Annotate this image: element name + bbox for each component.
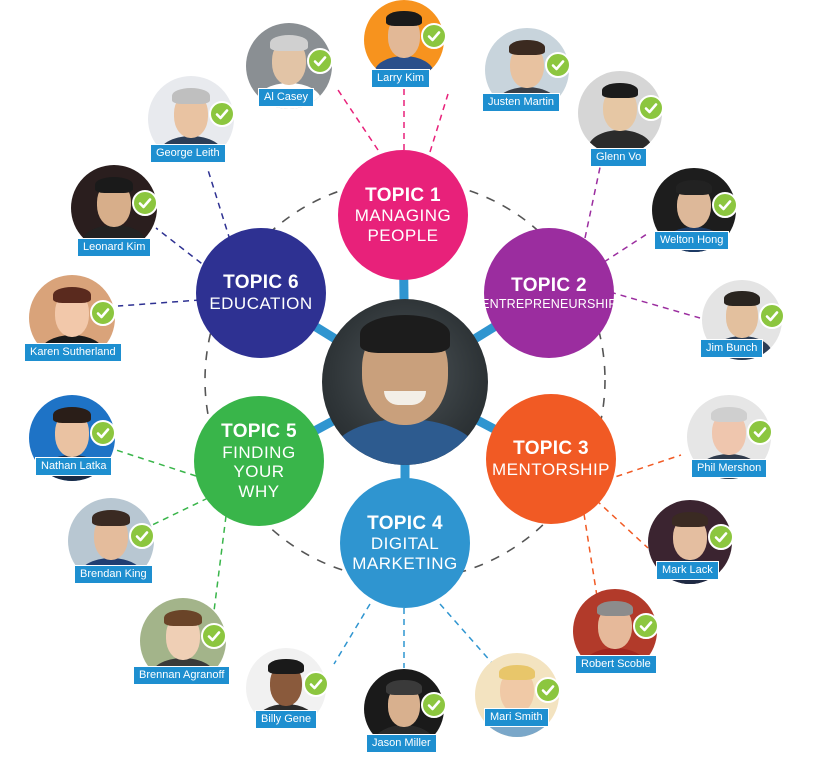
expert-name-label: Phil Mershon — [691, 459, 768, 478]
expert-spoke — [155, 227, 211, 271]
topic-1-name: MANAGING PEOPLE — [354, 206, 452, 245]
check-icon — [201, 622, 228, 649]
topic-5-number: TOPIC 5 — [221, 420, 297, 442]
check-icon — [544, 52, 571, 79]
check-icon — [758, 303, 785, 330]
topic-1-circle: TOPIC 1 MANAGING PEOPLE — [338, 150, 468, 280]
expert-name-label: Justen Martin — [482, 93, 561, 112]
expert-name-label: Glenn Vo — [590, 148, 648, 167]
expert-spoke — [605, 454, 682, 481]
topic-3-name: MENTORSHIP — [491, 460, 611, 480]
expert-name-label: Jason Miller — [366, 734, 437, 753]
expert-spoke — [145, 497, 209, 529]
check-icon — [534, 677, 561, 704]
check-icon — [711, 192, 738, 219]
check-icon — [132, 189, 159, 216]
expert-spoke — [429, 93, 449, 153]
check-icon — [307, 47, 334, 74]
expert-spoke — [439, 603, 501, 673]
topic-1-number: TOPIC 1 — [365, 184, 441, 206]
check-icon — [632, 613, 659, 640]
expert-spoke — [584, 157, 603, 239]
topic-5-circle: TOPIC 5 FINDING YOUR WHY — [194, 396, 324, 526]
expert-name-label: Welton Hong — [654, 231, 730, 250]
expert-name-label: Leonard Kim — [77, 238, 152, 257]
expert-name-label: George Leith — [150, 144, 226, 163]
check-icon — [129, 522, 156, 549]
expert-name-label: Robert Scoble — [575, 655, 657, 674]
expert-name-label: Mark Lack — [656, 561, 719, 580]
check-icon — [707, 524, 734, 551]
expert-name-label: Jim Bunch — [700, 339, 764, 358]
expert-name-label: Billy Gene — [255, 710, 318, 729]
topic-4-circle: TOPIC 4 DIGITAL MARKETING — [340, 478, 470, 608]
topic-2-number: TOPIC 2 — [511, 274, 587, 296]
expert-spoke — [333, 603, 371, 665]
expert-spoke — [609, 291, 701, 319]
topic-4-name: DIGITAL MARKETING — [352, 534, 458, 573]
expert-spoke — [213, 515, 227, 612]
expert-name-label: Mari Smith — [484, 708, 549, 727]
topic-6-name: EDUCATION — [209, 294, 313, 314]
expert-spoke — [603, 231, 651, 263]
check-icon — [637, 95, 664, 122]
check-icon — [90, 419, 117, 446]
expert-spoke — [595, 499, 649, 549]
expert-name-label: Al Casey — [258, 88, 315, 107]
center-host-photo — [322, 299, 488, 465]
expert-spoke — [583, 513, 603, 629]
topic-5-name: FINDING YOUR WHY — [222, 442, 296, 501]
topic-2-name: ENTREPRENEURSHIP — [481, 296, 617, 311]
topic-3-number: TOPIC 3 — [513, 438, 589, 460]
topic-6-circle: TOPIC 6 EDUCATION — [196, 228, 326, 358]
check-icon — [420, 23, 447, 50]
expert-name-label: Karen Sutherland — [24, 343, 122, 362]
expert-name-label: Larry Kim — [371, 69, 431, 88]
topic-4-number: TOPIC 4 — [367, 512, 443, 534]
expert-spoke — [337, 89, 379, 151]
check-icon — [420, 692, 447, 719]
expert-name-label: Brennan Agranoff — [133, 666, 231, 685]
expert-spoke — [117, 299, 201, 307]
expert-spoke — [115, 449, 197, 477]
check-icon — [90, 299, 117, 326]
expert-spoke — [207, 169, 231, 241]
check-icon — [746, 419, 773, 446]
topic-3-circle: TOPIC 3 MENTORSHIP — [486, 394, 616, 524]
topic-2-circle: TOPIC 2 ENTREPRENEURSHIP — [481, 228, 617, 358]
check-icon — [302, 671, 329, 698]
expert-name-label: Brendan King — [74, 565, 153, 584]
check-icon — [209, 100, 236, 127]
expert-name-label: Nathan Latka — [35, 457, 113, 476]
topic-6-number: TOPIC 6 — [223, 272, 299, 294]
